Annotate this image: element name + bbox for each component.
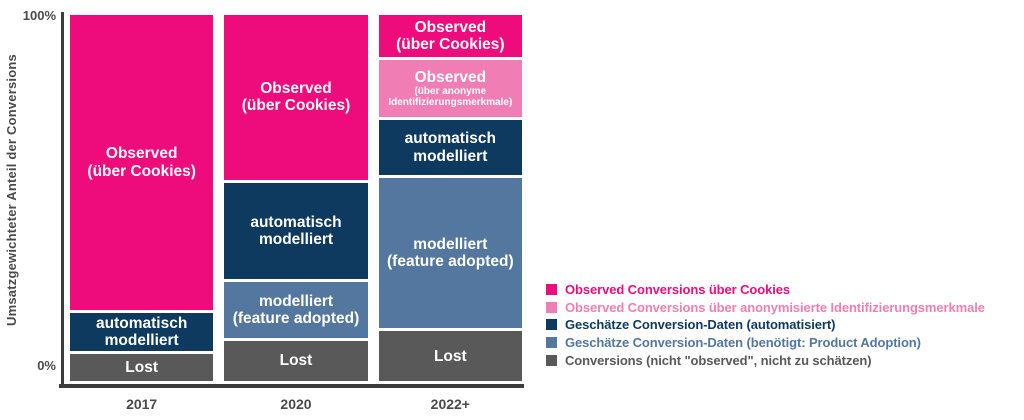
x-axis-labels: 2017 2020 2022+ [70, 396, 522, 412]
legend-label: Geschätze Conversion-Daten (benötigt: Pr… [565, 335, 921, 351]
segment-label: (über Cookies) [241, 97, 351, 115]
legend-label: Observed Conversions über anonymisierte … [565, 299, 985, 315]
segment-label: automatisch [404, 130, 496, 148]
segment-label: (über Cookies) [87, 162, 196, 180]
legend-swatch-icon [546, 301, 557, 313]
segment-label: (feature adopted) [232, 310, 360, 328]
legend-swatch-icon [546, 284, 557, 296]
bar-segment-observed-cookies: Observed(über Cookies) [224, 15, 368, 180]
legend-label: Geschätze Conversion-Daten (automatisier… [565, 317, 836, 333]
segment-label: (über Cookies) [396, 36, 505, 54]
segment-label: modelliert [258, 230, 334, 248]
segment-label: modelliert [413, 147, 488, 165]
x-axis-label-2020: 2020 [280, 396, 312, 412]
segment-label: Observed [105, 145, 178, 163]
segment-label: Lost [125, 358, 159, 376]
bar-segment-modelliert-feature-adopted: modelliert(feature adopted) [224, 281, 368, 339]
bar-segment-modelliert-feature-adopted: modelliert(feature adopted) [378, 178, 522, 329]
y-axis-line [61, 12, 64, 388]
legend-item: Geschätze Conversion-Daten (automatisier… [546, 316, 985, 334]
bar-segment-lost: Lost [378, 331, 522, 382]
segment-sublabel: Identifizierungsmerkmale) [388, 97, 513, 109]
segment-label: modelliert [104, 332, 179, 350]
bar-segment-lost: Lost [70, 354, 214, 381]
bar-segment-observed-cookies: Observed(über Cookies) [378, 15, 522, 58]
x-axis-line [59, 384, 524, 388]
legend-item: Geschätze Conversion-Daten (benötigt: Pr… [546, 334, 985, 352]
segment-label: (feature adopted) [387, 253, 514, 271]
legend-item: Observed Conversions über anonymisierte … [546, 299, 985, 317]
legend-swatch-icon [546, 319, 557, 331]
segment-label: Observed [260, 80, 332, 98]
legend-label: Conversions (nicht "observed", nicht zu … [565, 352, 872, 368]
x-axis-label-2017: 2017 [126, 396, 158, 412]
bar-segment-observed-cookies: Observed(über Cookies) [70, 15, 214, 311]
legend-swatch-icon [546, 337, 557, 349]
segment-label: Lost [279, 352, 313, 370]
legend-item: Conversions (nicht "observed", nicht zu … [546, 351, 985, 369]
legend-item: Observed Conversions über Cookies [546, 281, 985, 299]
segment-label: modelliert [413, 235, 488, 253]
y-axis-title: Umsatzgewichteter Anteil der Conversions [4, 54, 19, 326]
segment-label: Observed [414, 68, 487, 86]
bar-segment-lost: Lost [224, 341, 368, 381]
stacked-bar-2022+: Observed(über Cookies)Observed(über anon… [378, 15, 522, 382]
segment-sublabel: (über anonyme [414, 85, 487, 97]
y-axis-tick-100: 100% [22, 8, 56, 23]
segment-label: modelliert [258, 292, 334, 310]
legend-label: Observed Conversions über Cookies [565, 282, 790, 298]
segment-label: Lost [433, 347, 467, 365]
legend-swatch-icon [546, 354, 557, 366]
y-axis-tick-0: 0% [37, 358, 56, 373]
segment-label: Observed [414, 18, 487, 36]
segment-label: automatisch [250, 213, 342, 231]
segment-label: automatisch [96, 314, 188, 332]
x-axis-label-2022+: 2022+ [430, 396, 470, 412]
